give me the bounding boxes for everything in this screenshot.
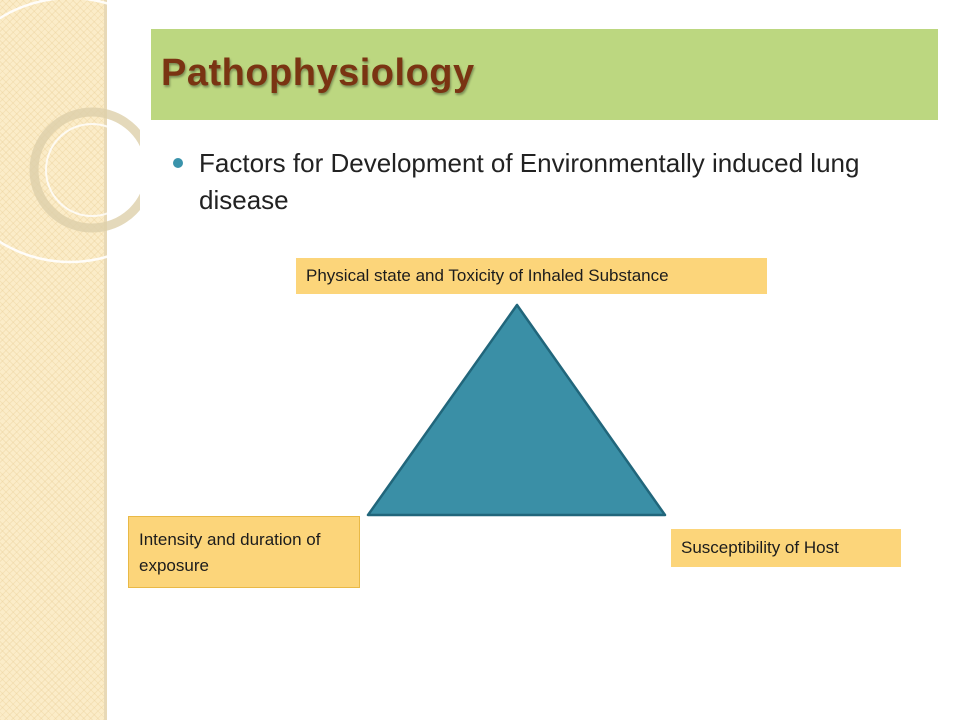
label-physical-state: Physical state and Toxicity of Inhaled S…	[296, 258, 767, 294]
label-host-susceptibility: Susceptibility of Host	[671, 529, 901, 567]
bullet-point	[173, 158, 183, 168]
bullet-text: Factors for Development of Environmental…	[199, 148, 860, 215]
left-strip-edge	[104, 0, 107, 720]
decorative-rings	[0, 0, 140, 264]
title-bar	[151, 29, 938, 120]
slide-title: Pathophysiology	[161, 52, 475, 94]
label-intensity-duration: Intensity and duration of exposure	[128, 516, 360, 588]
left-decor-strip	[0, 0, 104, 720]
factors-triangle-diagram	[366, 303, 667, 517]
triangle-shape	[366, 303, 667, 517]
